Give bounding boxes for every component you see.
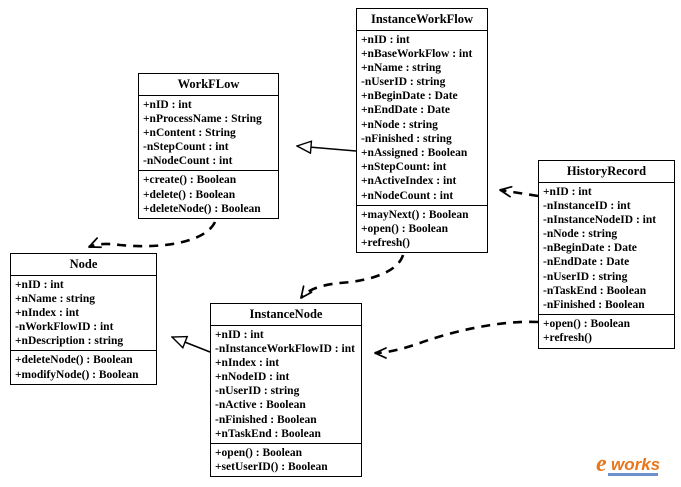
class-box-instanceworkflow[interactable]: InstanceWorkFlow +nID : int +nBaseWorkFl… bbox=[356, 8, 488, 254]
class-operation: +refresh() bbox=[543, 332, 592, 345]
class-operation: +mayNext() : Boolean bbox=[361, 208, 469, 221]
class-attribute: -nNodeCount : int bbox=[143, 155, 233, 168]
class-attribute: +nNodeCount : int bbox=[361, 189, 454, 202]
class-name-instancenode: InstanceNode bbox=[211, 304, 361, 326]
eworks-logo-letter: e bbox=[596, 451, 607, 477]
class-name-node: Node bbox=[11, 254, 156, 276]
class-attribute: -nFinished : string bbox=[361, 132, 452, 145]
class-operations-workflow: +create() : Boolean +delete() : Boolean … bbox=[139, 170, 278, 218]
edge-dependency-instanceworkflow-to-instancenode bbox=[299, 254, 405, 299]
class-operations-instancenode: +open() : Boolean +setUserID() : Boolean bbox=[211, 443, 361, 476]
class-operation: +setUserID() : Boolean bbox=[215, 461, 328, 474]
class-operation: +delete() : Boolean bbox=[143, 188, 236, 201]
class-attribute: -nFinished : Boolean bbox=[215, 413, 317, 426]
class-attribute: +nID : int bbox=[143, 98, 192, 111]
edge-generalization-instanceworkflow-to-workflow bbox=[297, 146, 357, 151]
class-attributes-workflow: +nID : int +nProcessName : String +nCont… bbox=[139, 96, 278, 171]
class-attribute: +nStepCount: int bbox=[361, 161, 447, 174]
class-attribute: -nStepCount : int bbox=[143, 141, 229, 154]
class-attribute: +nName : string bbox=[15, 292, 96, 305]
class-box-instancenode[interactable]: InstanceNode +nID : int -nInstanceWorkFl… bbox=[210, 303, 362, 478]
class-attribute: +nActiveIndex : int bbox=[361, 175, 457, 188]
edge-dependency-historyrecord-to-instancenode bbox=[374, 320, 539, 359]
edge-dependency-historyrecord-to-instanceworkflow bbox=[499, 185, 539, 198]
class-operation: +create() : Boolean bbox=[143, 174, 237, 187]
class-attribute: -nWorkFlowID : int bbox=[15, 321, 114, 334]
class-name-instanceworkflow: InstanceWorkFlow bbox=[357, 9, 487, 31]
class-operation: +open() : Boolean bbox=[543, 318, 631, 331]
class-attributes-historyrecord: +nID : int -nInstanceID : int -nInstance… bbox=[539, 183, 674, 315]
class-box-workflow[interactable]: WorkFLow +nID : int +nProcessName : Stri… bbox=[138, 73, 279, 219]
class-attribute: +nNode : string bbox=[361, 118, 438, 131]
class-operation: +open() : Boolean bbox=[361, 222, 449, 235]
class-attribute: -nTaskEnd : Boolean bbox=[543, 284, 647, 297]
eworks-logo: e works bbox=[596, 451, 660, 477]
class-operations-node: +deleteNode() : Boolean +modifyNode() : … bbox=[11, 350, 156, 383]
class-attribute: +nIndex : int bbox=[215, 356, 280, 369]
class-box-node[interactable]: Node +nID : int +nName : string +nIndex … bbox=[10, 253, 157, 385]
class-attribute: +nID : int bbox=[361, 33, 410, 46]
class-operations-historyrecord: +open() : Boolean +refresh() bbox=[539, 314, 674, 347]
class-attribute: -nNode : string bbox=[543, 228, 618, 241]
eworks-logo-word: works bbox=[611, 455, 660, 474]
class-attribute: -nInstanceID : int bbox=[543, 199, 631, 212]
class-attributes-node: +nID : int +nName : string +nIndex : int… bbox=[11, 276, 156, 351]
class-box-historyrecord[interactable]: HistoryRecord +nID : int -nInstanceID : … bbox=[538, 160, 675, 349]
class-attribute: -nEndDate : Date bbox=[543, 256, 630, 269]
class-attribute: -nUserID : string bbox=[361, 76, 446, 89]
class-attribute: -nInstanceWorkFlowID : int bbox=[215, 342, 355, 355]
class-attribute: -nActive : Boolean bbox=[215, 399, 306, 412]
class-attribute: -nFinished : Boolean bbox=[543, 299, 645, 311]
class-operation: +refresh() bbox=[361, 237, 410, 250]
class-attribute: +nAssigned : Boolean bbox=[361, 147, 468, 159]
class-attribute: -nBeginDate : Date bbox=[543, 242, 637, 255]
class-operation: +deleteNode() : Boolean bbox=[15, 354, 133, 367]
class-attribute: +nID : int bbox=[15, 278, 64, 291]
class-attribute: +nID : int bbox=[543, 185, 592, 198]
class-name-historyrecord: HistoryRecord bbox=[539, 161, 674, 183]
class-operations-instanceworkflow: +mayNext() : Boolean +open() : Boolean +… bbox=[357, 204, 487, 253]
class-attribute: +nBaseWorkFlow : int bbox=[361, 47, 473, 60]
class-attribute: +nTaskEnd : Boolean bbox=[215, 427, 321, 440]
class-attribute: +nIndex : int bbox=[15, 306, 80, 319]
class-operation: +modifyNode() : Boolean bbox=[15, 368, 139, 381]
class-attribute: -nUserID : string bbox=[543, 270, 628, 283]
class-operation: +open() : Boolean bbox=[215, 447, 303, 459]
class-name-workflow: WorkFLow bbox=[139, 74, 278, 96]
class-attribute: +nID : int bbox=[215, 328, 264, 341]
class-attribute: +nProcessName : String bbox=[143, 112, 262, 125]
class-attribute: +nEndDate : Date bbox=[361, 104, 450, 117]
class-attributes-instancenode: +nID : int -nInstanceWorkFlowID : int +n… bbox=[211, 326, 361, 444]
class-attribute: +nName : string bbox=[361, 61, 442, 74]
eworks-logo-underline bbox=[608, 473, 658, 476]
class-operation: +deleteNode() : Boolean bbox=[143, 202, 261, 215]
class-attributes-instanceworkflow: +nID : int +nBaseWorkFlow : int +nName :… bbox=[357, 31, 487, 205]
class-attribute: +nDescription : string bbox=[15, 335, 124, 348]
class-attribute: +nNodeID : int bbox=[215, 371, 290, 384]
edge-generalization-instancenode-to-node bbox=[172, 337, 211, 353]
class-attribute: -nInstanceNodeID : int bbox=[543, 213, 657, 226]
class-attribute: +nBeginDate : Date bbox=[361, 90, 458, 103]
edge-dependency-workflow-to-node bbox=[88, 221, 217, 249]
class-attribute: +nContent : String bbox=[143, 126, 236, 139]
class-attribute: -nUserID : string bbox=[215, 385, 300, 398]
